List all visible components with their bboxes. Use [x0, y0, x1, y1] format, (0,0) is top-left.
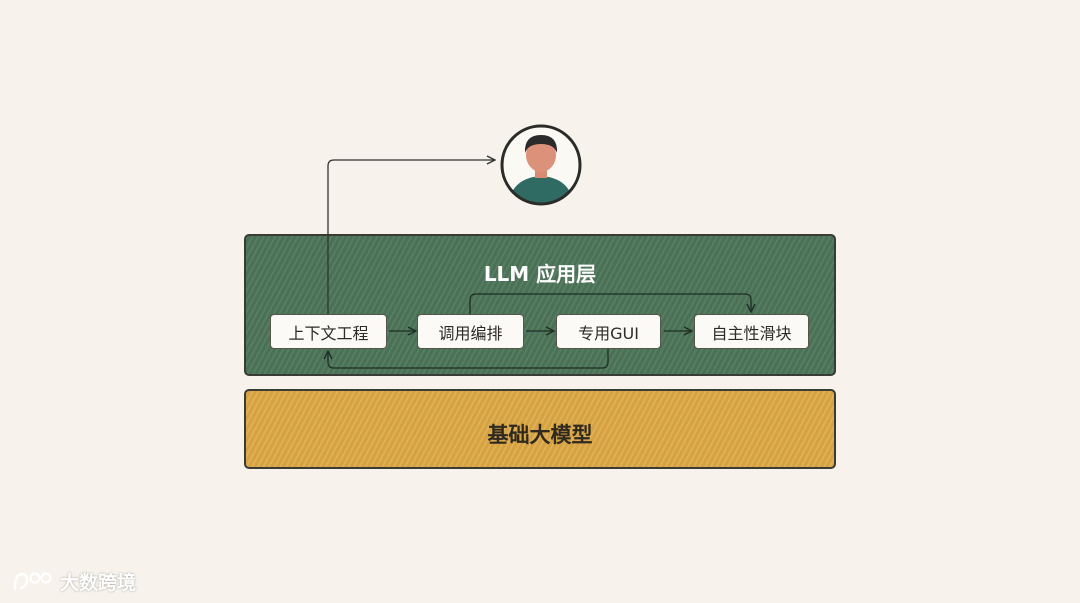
brand-logo-icon: [12, 569, 56, 595]
user-avatar-icon: [498, 122, 584, 208]
module-autonomy-slider: 自主性滑块: [694, 314, 809, 349]
arrow-orchestration-to-slider: [470, 294, 751, 314]
watermark: 大数跨境: [12, 568, 136, 595]
watermark-text: 大数跨境: [60, 568, 136, 595]
module-context-engineering: 上下文工程: [270, 314, 387, 349]
arrow-gui-to-context: [328, 349, 608, 368]
arrow-to-user: [328, 160, 494, 314]
module-dedicated-gui: 专用GUI: [556, 314, 661, 349]
module-call-orchestration: 调用编排: [417, 314, 524, 349]
